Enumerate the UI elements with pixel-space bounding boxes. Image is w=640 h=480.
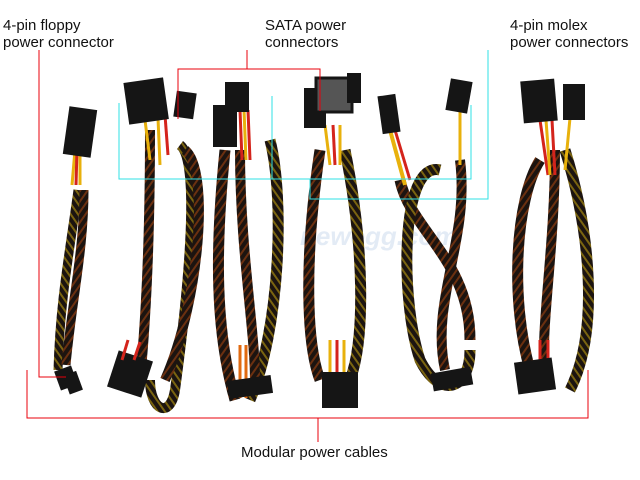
molex-connector — [520, 78, 558, 124]
cable-6 — [512, 78, 594, 395]
cable-floppy — [53, 106, 98, 395]
modular-cables-label: Modular power cables — [241, 444, 388, 461]
modular-bracket — [26, 370, 589, 442]
cable-5 — [377, 78, 476, 392]
molex-label-line1: 4-pin molex — [510, 17, 588, 34]
cable-4 — [303, 73, 367, 408]
molex-callout-lines — [118, 50, 489, 200]
sata-connector — [377, 93, 401, 135]
sata-label-line1: SATA power — [265, 17, 347, 34]
sata-connectors-label: SATA power connectors — [265, 17, 346, 51]
molex-connectors-label: 4-pin molex power connectors — [510, 17, 628, 51]
molex-connector — [123, 77, 169, 125]
floppy-label-line1: 4-pin floppy — [3, 17, 81, 34]
sata-callout-lines — [177, 50, 321, 119]
molex-connector — [513, 357, 557, 395]
floppy-connector-label: 4-pin floppy power connector — [3, 17, 114, 51]
floppy-callout-line — [38, 50, 66, 378]
molex-label-line2: power connectors — [510, 34, 629, 51]
molex-connector — [314, 76, 354, 114]
cable-2 — [107, 77, 204, 414]
sata-label-line2: connectors — [265, 34, 339, 51]
molex-connector — [62, 106, 98, 158]
cable-3 — [212, 82, 284, 403]
floppy-label-line2: power connector — [3, 34, 114, 51]
